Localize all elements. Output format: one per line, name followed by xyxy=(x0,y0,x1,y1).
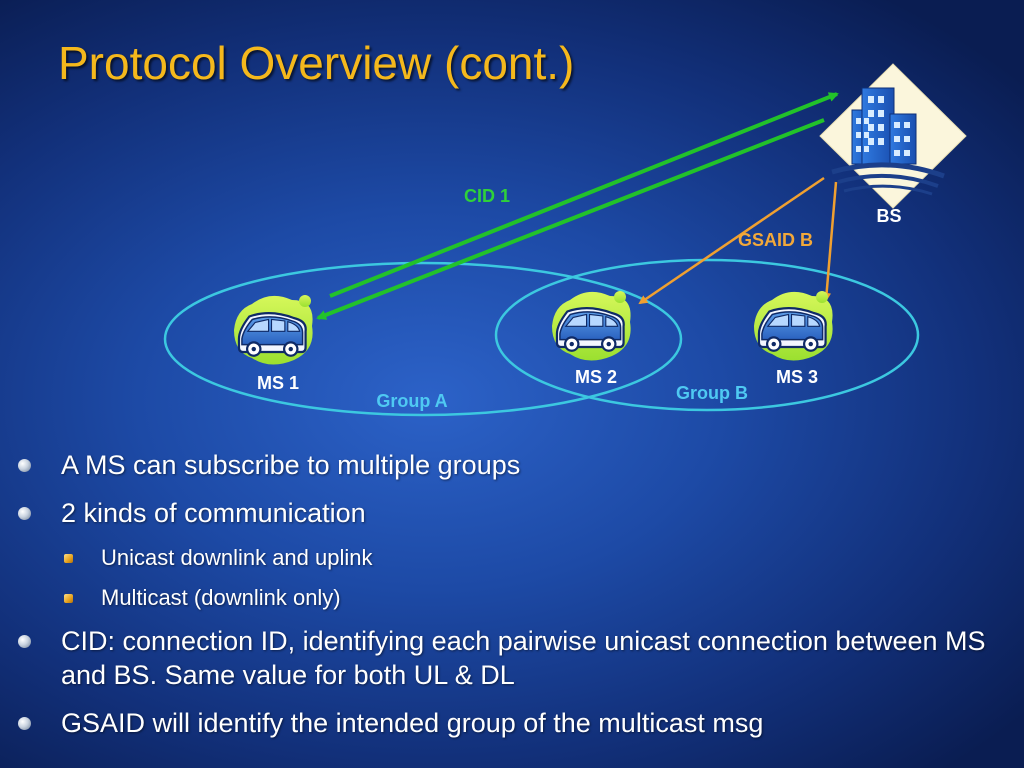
bullet-item: A MS can subscribe to multiple groups xyxy=(14,448,1014,482)
sub-bullet-item: Unicast downlink and uplink xyxy=(14,544,1014,572)
group-a-label: Group A xyxy=(376,391,447,411)
ms3-label: MS 3 xyxy=(776,367,818,387)
bullet-list: A MS can subscribe to multiple groups 2 … xyxy=(14,448,1014,754)
bullet-text: CID: connection ID, identifying each pai… xyxy=(61,626,986,690)
bullet-dot-icon xyxy=(18,459,31,472)
ms1-van-icon xyxy=(234,295,313,365)
ms3-van-icon xyxy=(754,291,833,361)
sub-bullet-square-icon xyxy=(64,554,73,563)
ms2-van-icon xyxy=(552,291,631,361)
bullet-item: CID: connection ID, identifying each pai… xyxy=(14,624,1014,692)
ms1-label: MS 1 xyxy=(257,373,299,393)
gsaid-arrow-ms2 xyxy=(638,176,825,305)
group-a-ellipse xyxy=(163,261,683,417)
group-b-label: Group B xyxy=(676,383,748,403)
ms2-label: MS 2 xyxy=(575,367,617,387)
gsaid-arrow-ms3 xyxy=(822,181,838,302)
protocol-diagram: BS CID 1 GSAID B MS 1 MS 2 MS 3 Group A … xyxy=(163,63,967,417)
slide-title: Protocol Overview (cont.) xyxy=(58,37,575,89)
gsaid-label: GSAID B xyxy=(738,230,813,250)
bullet-item: GSAID will identify the intended group o… xyxy=(14,706,1014,740)
bs-label: BS xyxy=(876,206,901,226)
sub-bullet-square-icon xyxy=(64,594,73,603)
sub-bullet-item: Multicast (downlink only) xyxy=(14,584,1014,612)
bullet-dot-icon xyxy=(18,635,31,648)
cid-label: CID 1 xyxy=(464,186,510,206)
cid-downlink-arrow xyxy=(316,118,825,320)
bullet-dot-icon xyxy=(18,507,31,520)
bullet-item: 2 kinds of communication xyxy=(14,496,1014,530)
sub-bullet-text: Multicast (downlink only) xyxy=(101,585,341,610)
bullet-dot-icon xyxy=(18,717,31,730)
sub-bullet-text: Unicast downlink and uplink xyxy=(101,545,373,570)
group-b-ellipse xyxy=(494,258,920,412)
base-station-icon xyxy=(819,63,967,209)
bullet-text: A MS can subscribe to multiple groups xyxy=(61,450,521,480)
bullet-text: 2 kinds of communication xyxy=(61,498,366,528)
bullet-text: GSAID will identify the intended group o… xyxy=(61,708,764,738)
cid-uplink-arrow xyxy=(329,92,839,298)
